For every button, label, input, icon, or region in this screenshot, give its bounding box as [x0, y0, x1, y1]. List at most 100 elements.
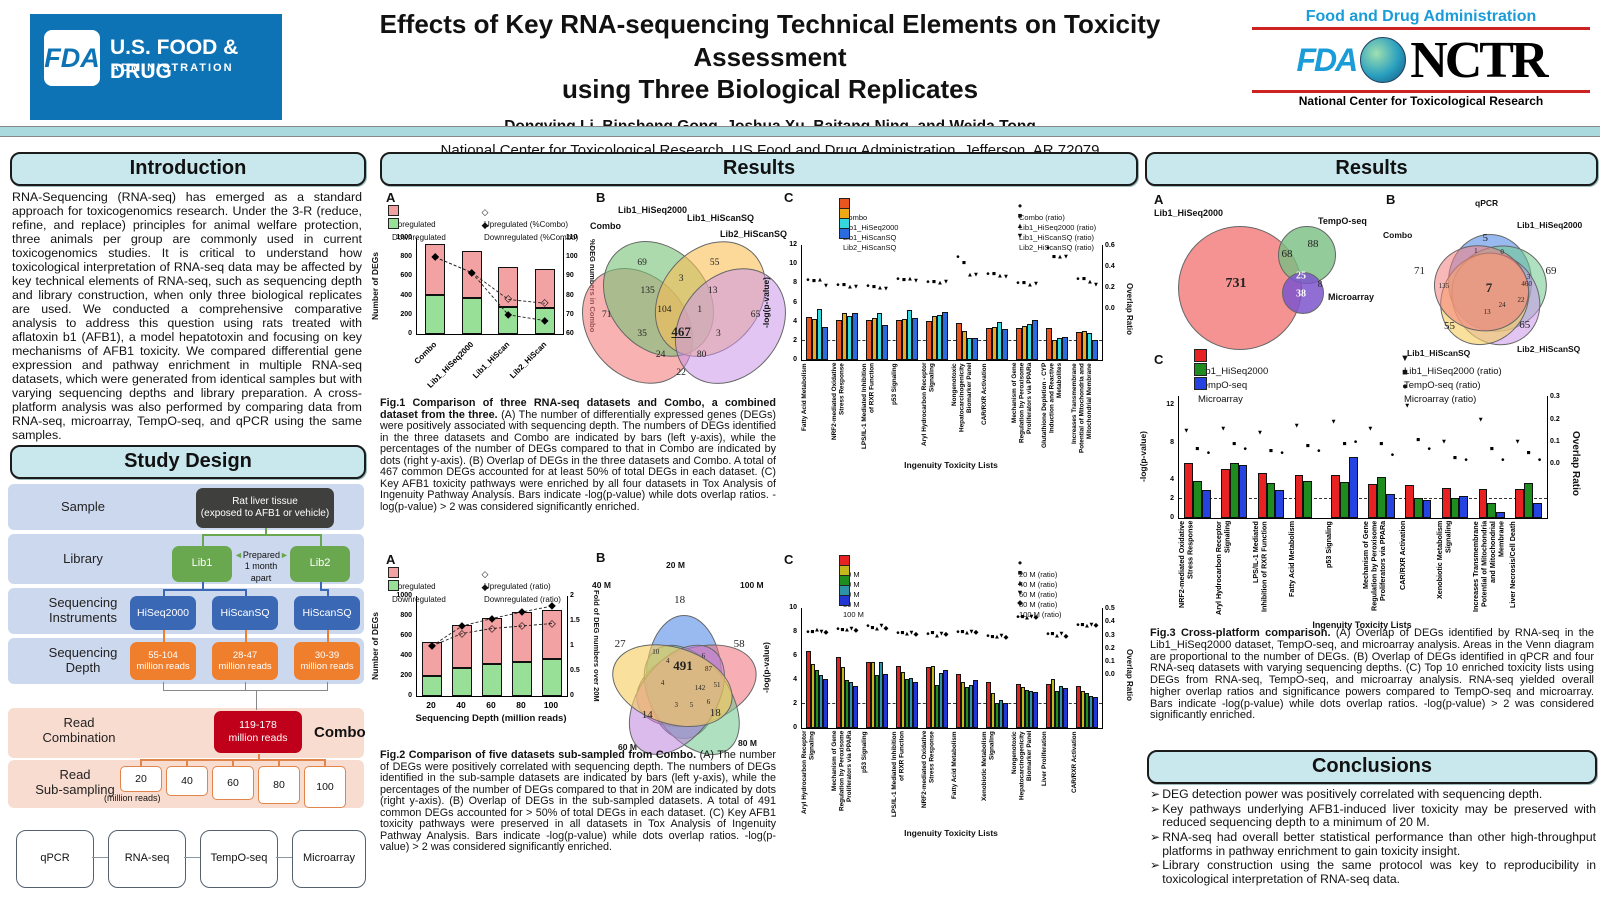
ratio-marker: ●	[806, 276, 810, 284]
row-label-depth-l1: Sequencing	[48, 645, 118, 660]
bar	[1029, 690, 1034, 728]
bar	[1331, 474, 1341, 518]
bar	[1533, 503, 1542, 518]
ratio-marker: ▼	[1477, 416, 1484, 424]
x-axis-category-label: Nongenotoxic Hepatocarcinogenicity Bioma…	[951, 363, 974, 432]
sample-box-l1: Rat liver tissue	[232, 496, 298, 507]
connector	[163, 589, 246, 591]
legend-label: Combo	[843, 213, 868, 222]
ratio-marker: ■	[810, 628, 815, 636]
bar-downregulated	[461, 298, 482, 334]
dot-downregulated: ◆	[467, 267, 476, 279]
venn-count: 731	[1225, 276, 1247, 291]
plot-area: ●■▲▼●■▲▼●■▲▼●■▲▼●■▲▼●■▲▼●■▲▼●■▲▼●■▲▼●■▲▼	[801, 245, 1103, 361]
venn-count: 80	[696, 349, 707, 360]
ratio-marker: ▼	[882, 285, 890, 293]
y-axis-tick-label: 4	[793, 317, 797, 325]
fig2-caption-text: (A) The number of DEGs were positively c…	[380, 749, 777, 854]
ratio-marker: ●	[896, 275, 900, 283]
ratio-marker: ▼	[1514, 438, 1521, 446]
bar-upregulated	[425, 243, 446, 296]
legend-marker-icon: ◆	[1017, 598, 1023, 607]
ratio-marker: ●	[926, 278, 930, 286]
x-axis-category-label: Fatty Acid Metabolism	[1287, 521, 1297, 598]
venn-count: 4	[660, 678, 665, 687]
x-axis-category-label: Fatty Acid Metabolism	[801, 363, 808, 431]
ratio-marker: ■	[840, 626, 845, 634]
legend-label: Upregulated	[392, 220, 436, 229]
bar	[1515, 488, 1525, 518]
ratio-marker: ■	[992, 270, 996, 278]
bar	[909, 677, 914, 728]
legend-entry: Downregulated	[388, 215, 446, 242]
bar	[1046, 328, 1052, 360]
venn-count: 491	[673, 657, 693, 673]
ratio-marker: ◆	[823, 628, 829, 636]
fig3-caption-bold: Fig.3 Cross-platform comparison.	[1150, 627, 1331, 639]
venn-count: 69	[637, 258, 647, 269]
bar	[1303, 481, 1313, 518]
ratio-marker: ▼	[912, 277, 920, 285]
ratio-marker: ■	[1416, 436, 1421, 444]
combo-label: Combo	[314, 724, 366, 741]
bar	[819, 675, 824, 728]
right-axis-tick-label: 0.3	[1550, 393, 1560, 401]
y-axis-tick-label: 8	[1170, 438, 1174, 446]
right-axis-tick-label: 2	[570, 592, 574, 599]
legend-label: 100 M (ratio)	[1019, 610, 1062, 619]
bar	[990, 693, 995, 728]
right-axis-tick-label: 0.6	[1105, 242, 1115, 250]
venn-count: 4	[665, 656, 670, 665]
bar	[900, 671, 905, 728]
venn-set-label: qPCR	[1475, 198, 1499, 208]
right-axis-tick-label: 1	[570, 642, 574, 649]
dot-downregulated: ◆	[458, 620, 466, 632]
bar	[956, 322, 962, 360]
bar	[1478, 488, 1488, 518]
right-axis-title: Overlap Ratio	[1125, 648, 1134, 701]
bar	[907, 310, 913, 360]
bar	[1020, 687, 1025, 728]
right-axis-tick-label: 0.3	[1105, 631, 1115, 639]
legend-marker-icon: ◆	[481, 582, 489, 592]
header-divider-bar	[0, 126, 1600, 137]
nctr-acronym: NCTR	[1410, 31, 1548, 89]
venn-count: 18	[674, 593, 686, 606]
ratio-marker: ▼	[818, 628, 825, 636]
ratio-marker: ▼	[878, 622, 885, 630]
venn-count: 22	[1517, 295, 1525, 304]
fda-logo-line2: ADMINISTRATION	[111, 62, 234, 74]
fig1-panel-a-label: A	[386, 190, 396, 205]
connector	[320, 589, 328, 591]
bar	[853, 686, 858, 728]
bar	[844, 680, 850, 728]
ratio-marker: ▼	[1219, 425, 1227, 433]
depth-box-1-l2: million reads	[136, 661, 190, 672]
ratio-marker: ■	[1489, 445, 1494, 453]
title-line1: Effects of Key RNA-sequencing Technical …	[379, 9, 1161, 72]
y-axis-tick-label: 600	[400, 632, 412, 639]
legend-label: Lib2_HiScanSQ (ratio)	[1019, 243, 1095, 252]
ratio-marker: ▼	[1088, 621, 1095, 629]
legend-marker-icon: ▲	[1016, 221, 1024, 230]
right-axis-tick-label: 0.1	[1550, 437, 1560, 445]
bar	[1184, 462, 1193, 518]
dot-downregulated: ◆	[540, 315, 549, 327]
dot-downregulated: ◆	[431, 251, 440, 263]
fig2-panel-b-label: B	[596, 550, 606, 565]
bar	[1257, 472, 1267, 518]
dot-upregulated: ◇	[518, 620, 526, 632]
legend-label: Downregulated	[392, 595, 446, 604]
ratio-marker: ▲	[993, 633, 1001, 641]
connector	[327, 682, 329, 690]
bar	[956, 674, 961, 728]
legend-entry: Microarray	[1194, 376, 1243, 405]
bar-downregulated	[542, 659, 562, 696]
bar	[1089, 695, 1094, 728]
bar	[913, 682, 918, 728]
ratio-marker: ■	[1020, 613, 1025, 621]
